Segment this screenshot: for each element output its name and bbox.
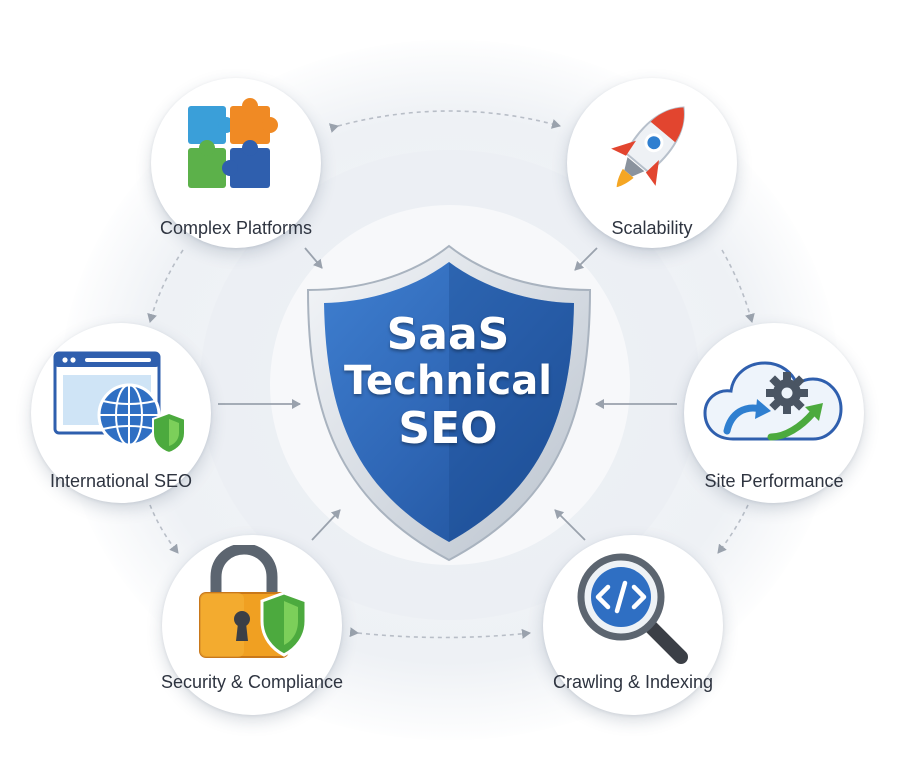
node-site-performance: Site Performance <box>684 323 864 503</box>
node-label: Scalability <box>611 218 693 238</box>
dashed-link-left-upper <box>147 249 184 323</box>
shield-title-line3: SEO <box>398 403 498 455</box>
code-magnifier-icon <box>577 553 688 664</box>
node-crawling-indexing: Crawling & Indexing <box>543 535 723 715</box>
dashed-link-right-upper <box>721 249 755 323</box>
node-label: Site Performance <box>704 471 844 491</box>
node-complex-platforms: Complex Platforms <box>151 78 321 248</box>
node-international-seo: International SEO <box>31 323 211 503</box>
arrow-security-to-center <box>311 509 341 541</box>
globe-browser-icon <box>53 351 186 455</box>
dashed-link-left-lower <box>149 504 179 554</box>
padlock-shield-icon <box>199 545 308 658</box>
shield-icon <box>306 244 592 562</box>
shield-title-line1: SaaS <box>386 309 510 360</box>
shield-title-line2: Technical <box>344 358 552 405</box>
shield-title: SaaS Technical SEO <box>306 309 590 455</box>
rocket-icon <box>611 106 685 188</box>
arrow-crawling-to-center <box>554 509 586 541</box>
node-label: Security & Compliance <box>160 672 344 692</box>
dashed-link-bottom <box>349 627 531 639</box>
dashed-link-top <box>328 110 561 133</box>
dashed-link-right-lower <box>717 504 749 554</box>
node-label: Crawling & Indexing <box>552 672 714 692</box>
arrow-complex-to-center <box>304 247 323 269</box>
node-security-compliance: Security & Compliance <box>161 535 343 715</box>
node-label: International SEO <box>49 471 193 491</box>
puzzle-icon <box>188 98 278 188</box>
node-scalability: Scalability <box>567 78 737 248</box>
node-label: Complex Platforms <box>159 218 313 238</box>
arrow-scalability-to-center <box>574 247 598 271</box>
cloud-gear-icon <box>703 361 843 441</box>
